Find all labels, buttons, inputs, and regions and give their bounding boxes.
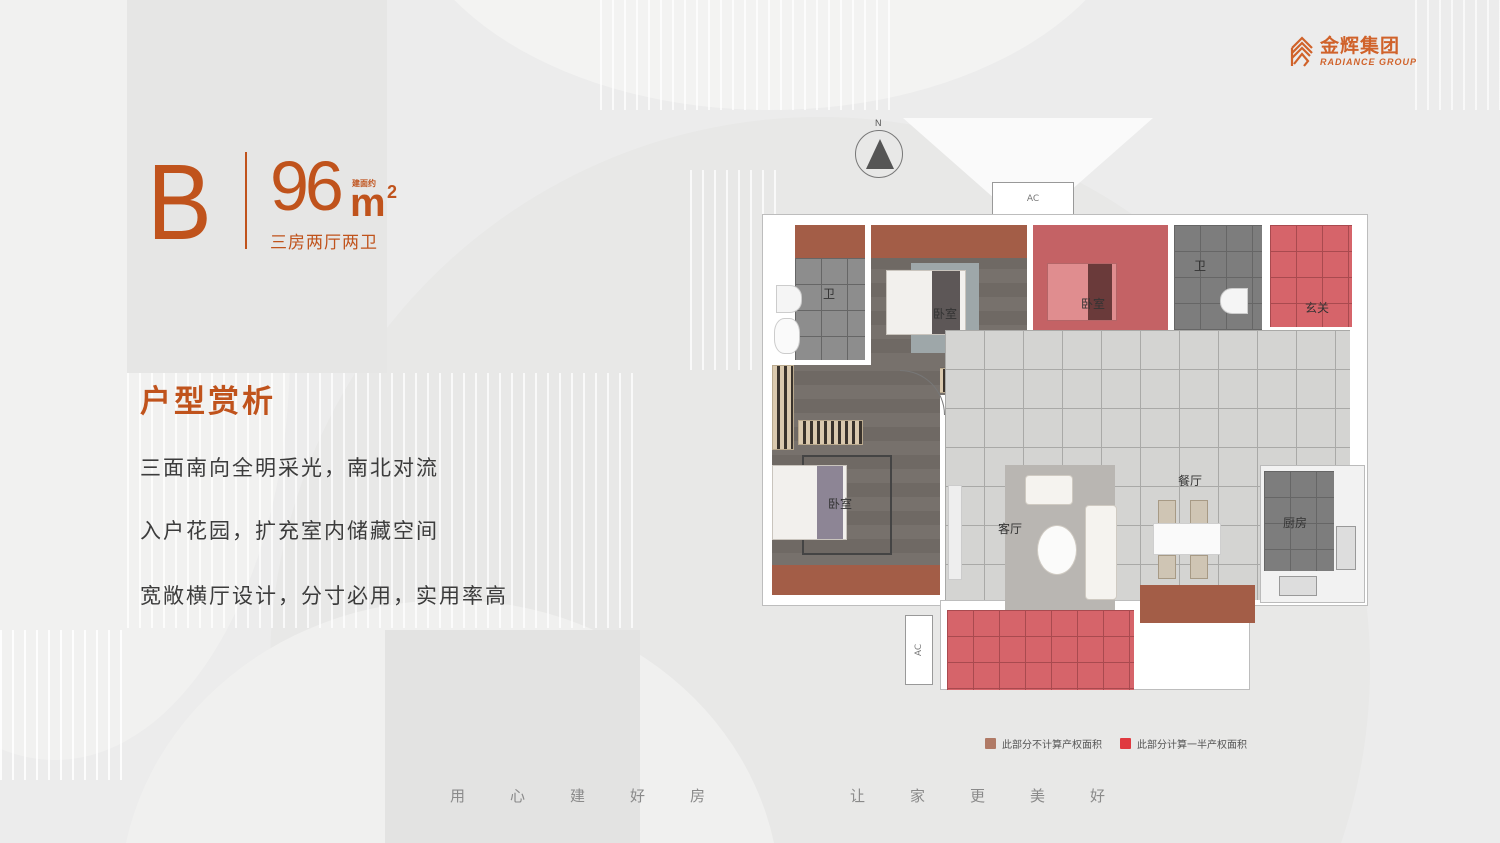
ac-label: AC <box>913 643 924 657</box>
ac-unit-bottom: AC <box>905 615 933 685</box>
room-label: 卧室 <box>933 307 958 321</box>
slogan-char: 好 <box>630 787 646 805</box>
feature-item: 三面南向全明采光，南北对流 <box>140 456 439 480</box>
non-area-strip <box>772 565 940 595</box>
room-label: 卧室 <box>1081 297 1106 311</box>
bed <box>1047 263 1117 321</box>
chair <box>1158 500 1176 524</box>
slogan-char: 房 <box>690 787 706 805</box>
non-area-strip <box>871 225 1027 258</box>
room-label: 玄关 <box>1305 301 1330 315</box>
slogan-char: 心 <box>510 787 526 805</box>
room-label: 餐厅 <box>1178 474 1203 488</box>
kitchen-sink-icon <box>1279 576 1317 596</box>
legend-swatch <box>985 738 996 749</box>
dining-table <box>1153 523 1221 555</box>
slogan-char: 让 <box>850 787 866 805</box>
north-compass-icon <box>855 130 903 178</box>
slogan-char: 更 <box>970 787 986 805</box>
title-divider <box>245 152 247 249</box>
slogan: 用 心 建 好 房 让 家 更 美 好 <box>450 785 1150 806</box>
compass-label: N <box>875 118 882 128</box>
chair <box>1158 555 1176 579</box>
legend-label: 此部分计算一半产权面积 <box>1137 740 1247 751</box>
sink-icon <box>774 318 800 354</box>
slogan-char: 家 <box>910 787 926 805</box>
brand-name-cn: 金辉集团 <box>1320 35 1401 57</box>
bg-panel <box>385 630 640 843</box>
area-superscript: 2 <box>387 182 398 202</box>
feature-item: 入户花园，扩充室内储藏空间 <box>140 519 439 543</box>
legend-item: 此部分不计算产权面积 <box>985 736 1102 751</box>
toilet-icon <box>776 285 802 313</box>
tv-cabinet <box>948 485 962 580</box>
wardrobe <box>798 420 863 445</box>
bg-stripes <box>127 373 642 628</box>
area-unit: m <box>350 181 386 225</box>
bay-window-strip <box>1140 585 1255 623</box>
legend-label: 此部分不计算产权面积 <box>1002 740 1102 751</box>
bathroom-2: 卫 <box>1174 225 1262 330</box>
stove-icon <box>1336 526 1356 570</box>
brand-name-en: RADIANCE GROUP <box>1320 57 1418 67</box>
north-arrow-icon <box>866 139 894 169</box>
bg-stripes <box>1415 0 1500 110</box>
ac-label: AC <box>1026 194 1040 204</box>
chair <box>1190 500 1208 524</box>
slogan-char: 好 <box>1090 787 1106 805</box>
analysis-title: 户型赏析 <box>140 384 276 420</box>
kitchen: 厨房 <box>1260 465 1365 603</box>
room-label: 卧室 <box>828 497 853 511</box>
slogan-char: 美 <box>1030 787 1046 805</box>
room-label: 卫 <box>823 287 836 301</box>
sofa <box>1025 475 1073 505</box>
chair <box>1190 555 1208 579</box>
room-label: 厨房 <box>1283 516 1308 530</box>
bg-stripes <box>0 630 125 780</box>
layout-description: 三房两厅两卫 <box>270 233 378 253</box>
floor-plan-legend: 此部分不计算产权面积 此部分计算一半产权面积 <box>985 736 1247 751</box>
toilet-icon <box>1220 288 1248 314</box>
slogan-char: 建 <box>570 787 586 805</box>
ac-unit-top: AC <box>992 182 1074 216</box>
feature-item: 宽敞横厅设计，分寸必用，实用率高 <box>140 584 508 608</box>
brand-logo: 金辉集团 RADIANCE GROUP <box>1290 34 1417 68</box>
floor-plan: N AC 卫 卧室 卧室 卫 <box>760 110 1380 700</box>
entrance-foyer: 玄关 <box>1270 225 1352 327</box>
coffee-table <box>1037 525 1077 575</box>
room-label: 客厅 <box>998 522 1023 536</box>
bathroom-floor <box>795 258 865 360</box>
bed <box>772 465 847 540</box>
slogan-gap <box>750 785 850 806</box>
bathroom-1: 卫 <box>795 225 865 360</box>
unit-type-letter: B <box>147 141 212 262</box>
legend-item: 此部分计算一半产权面积 <box>1120 736 1247 751</box>
kitchen-floor <box>1264 471 1334 571</box>
area-note: 建面约 <box>352 179 376 188</box>
balcony <box>947 610 1134 690</box>
wardrobe <box>772 365 794 450</box>
area-number: 96 <box>270 147 344 225</box>
bed <box>886 270 966 335</box>
slogan-char: 用 <box>450 787 466 805</box>
legend-swatch <box>1120 738 1131 749</box>
bg-stripes <box>600 0 900 110</box>
room-label: 卫 <box>1194 259 1207 273</box>
bg-panel <box>127 0 387 373</box>
non-area-strip <box>795 225 865 258</box>
sofa <box>1085 505 1117 600</box>
logo-house-icon <box>1290 36 1313 67</box>
